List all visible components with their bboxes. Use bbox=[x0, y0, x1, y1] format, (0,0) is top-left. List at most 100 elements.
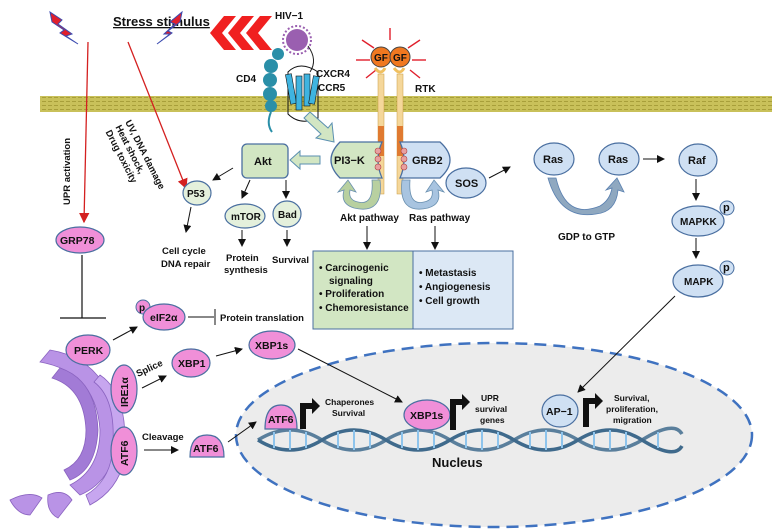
phospho-badge-mapkk bbox=[719, 200, 735, 216]
arrow-receptor-pi3k bbox=[303, 111, 335, 143]
p-label-eif2a: p bbox=[139, 303, 145, 314]
xbp1s-label: XBP1s bbox=[255, 340, 288, 352]
arrow-pi3k-akt bbox=[289, 149, 321, 171]
mapk-label: MAPK bbox=[684, 277, 714, 288]
cell-membrane bbox=[40, 96, 772, 112]
ras-node-2 bbox=[598, 142, 640, 176]
transcription-arrow-icon bbox=[450, 394, 470, 430]
dna-helix bbox=[257, 426, 684, 454]
mtor-label: mTOR bbox=[231, 212, 262, 223]
ras-outcome-box bbox=[412, 250, 514, 330]
bad-node bbox=[272, 200, 302, 228]
gf-label-left: GF bbox=[374, 53, 388, 64]
arrow-stress-p53 bbox=[127, 41, 188, 190]
mapkk-node bbox=[671, 205, 725, 237]
atf6-nuclear-label: ATF6 bbox=[268, 414, 294, 426]
stress-stimulus-label: Stress stimulus bbox=[113, 14, 210, 29]
ap1-node bbox=[541, 394, 579, 428]
chevron-left-icon bbox=[210, 16, 272, 50]
atf6-cleaved-label: ATF6 bbox=[193, 443, 219, 455]
xbp1s-target: genes bbox=[480, 415, 505, 425]
p-label-mapk: p bbox=[723, 262, 730, 274]
bad-label: Bad bbox=[278, 210, 297, 221]
ras-node-1 bbox=[533, 142, 575, 176]
atf6-target: Survival bbox=[332, 408, 365, 418]
mapkk-label: MAPKK bbox=[680, 217, 717, 228]
ras-label-1: Ras bbox=[543, 154, 563, 166]
akt-outcome-item: • Carcinogenic bbox=[319, 263, 389, 274]
ap1-target: Survival, bbox=[614, 393, 649, 403]
ras-outcome-item: • Angiogenesis bbox=[419, 282, 491, 293]
bad-outcome: Survival bbox=[272, 255, 309, 266]
xbp1s-node bbox=[248, 330, 296, 360]
ap1-target: migration bbox=[613, 415, 652, 425]
rtk-receptor bbox=[373, 67, 406, 195]
mtor-node bbox=[224, 203, 266, 229]
mtor-outcome: synthesis bbox=[224, 265, 268, 276]
cxcr4-ccr5-receptor bbox=[285, 65, 320, 122]
raf-node bbox=[678, 143, 718, 177]
p53-outcome: DNA repair bbox=[161, 259, 211, 270]
eif2a-label: eIF2α bbox=[150, 312, 178, 324]
p53-label: P53 bbox=[187, 189, 205, 200]
transcription-arrow-icon bbox=[583, 393, 603, 427]
splice-label: Splice bbox=[135, 358, 165, 380]
endoplasmic-reticulum bbox=[9, 349, 126, 519]
eif2a-node bbox=[142, 303, 186, 331]
protein-translation-label: Protein translation bbox=[220, 313, 304, 324]
xbp1s-target: survival bbox=[475, 404, 507, 414]
damage-labels: UV, DNA damage Heat shock, Drug toxicity bbox=[103, 118, 167, 191]
mtor-outcome: Protein bbox=[226, 253, 259, 264]
ap1-target: proliferation, bbox=[606, 404, 658, 414]
grb2-label: GRB2 bbox=[412, 155, 443, 167]
gf-label-right: GF bbox=[393, 53, 407, 64]
gdp-to-gtp-label: GDP to GTP bbox=[558, 232, 615, 243]
atf6-cleaved-node bbox=[189, 434, 225, 458]
arrow-upr-activation bbox=[79, 41, 90, 224]
gf-rays bbox=[356, 28, 426, 79]
sos-label: SOS bbox=[455, 178, 478, 190]
p53-node bbox=[182, 180, 212, 206]
nucleus bbox=[234, 341, 754, 529]
p-label-mapkk: p bbox=[723, 202, 730, 214]
xbp1s-nuclear-label: XBP1s bbox=[410, 410, 443, 422]
mapk-node bbox=[672, 264, 724, 298]
phospho-sites bbox=[374, 147, 408, 171]
atf6-target: Chaperones bbox=[325, 397, 374, 407]
akt-pathway-label: Akt pathway bbox=[340, 213, 399, 224]
akt-outcome-box bbox=[312, 250, 414, 330]
pi3k-label: PI3−K bbox=[334, 155, 365, 167]
ras-outcome-item: • Metastasis bbox=[419, 268, 477, 279]
hiv-virus-icon bbox=[282, 25, 312, 55]
rtk-label: RTK bbox=[415, 84, 436, 95]
lightning-icon-left bbox=[49, 10, 79, 45]
ras-pathway-label: Ras pathway bbox=[409, 213, 471, 224]
cd4-receptor bbox=[263, 48, 284, 133]
ire1a-label: IRE1α bbox=[119, 377, 131, 407]
raf-label: Raf bbox=[688, 155, 706, 167]
atf6-er-node bbox=[110, 426, 138, 476]
atf6-nuclear-node bbox=[264, 404, 298, 430]
atf6-er-label: ATF6 bbox=[119, 440, 131, 466]
akt-label: Akt bbox=[254, 156, 272, 168]
perk-node bbox=[65, 334, 111, 366]
xbp1-label: XBP1 bbox=[178, 358, 206, 370]
upr-activation-label: UPR activation bbox=[62, 138, 73, 205]
phospho-badge-mapk bbox=[719, 260, 735, 276]
gf-ligand-right bbox=[389, 46, 411, 68]
ire1a-node bbox=[110, 364, 138, 414]
akt-outcome-item: signaling bbox=[329, 276, 373, 287]
xbp1-node bbox=[171, 348, 211, 378]
ap1-label: AP−1 bbox=[546, 406, 573, 418]
p53-outcome: Cell cycle bbox=[162, 246, 206, 257]
transcription-arrow-icon bbox=[300, 398, 320, 429]
akt-pathway-cycle-arrow bbox=[336, 179, 381, 210]
nucleus-label: Nucleus bbox=[432, 455, 483, 470]
gdp-gtp-arrow bbox=[547, 177, 625, 216]
cd4-label: CD4 bbox=[236, 74, 256, 85]
cleavage-label: Cleavage bbox=[142, 432, 184, 443]
ras-pathway-cycle-arrow bbox=[401, 179, 446, 210]
ras-outcome-item: • Cell growth bbox=[419, 296, 480, 307]
akt-outcome-item: • Proliferation bbox=[319, 289, 384, 300]
